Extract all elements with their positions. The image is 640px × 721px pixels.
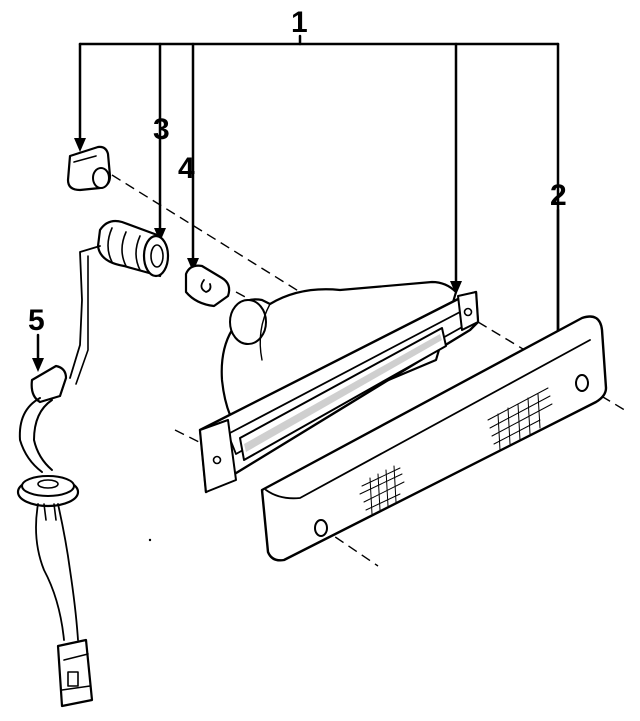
wiring-harness-part <box>16 245 101 708</box>
leader-lines <box>32 34 564 372</box>
side-lens-part <box>260 315 608 562</box>
bulb-socket-part <box>96 219 170 278</box>
callout-3: 3 <box>153 113 170 146</box>
lamp-housing-part <box>198 280 480 494</box>
callout-5: 5 <box>28 304 45 337</box>
callout-4: 4 <box>178 152 195 185</box>
stray-mark <box>148 538 152 542</box>
callout-1: 1 <box>291 6 308 39</box>
elbow-cap-part <box>66 145 112 192</box>
clip-part <box>184 264 231 308</box>
lens-texture <box>359 387 553 515</box>
